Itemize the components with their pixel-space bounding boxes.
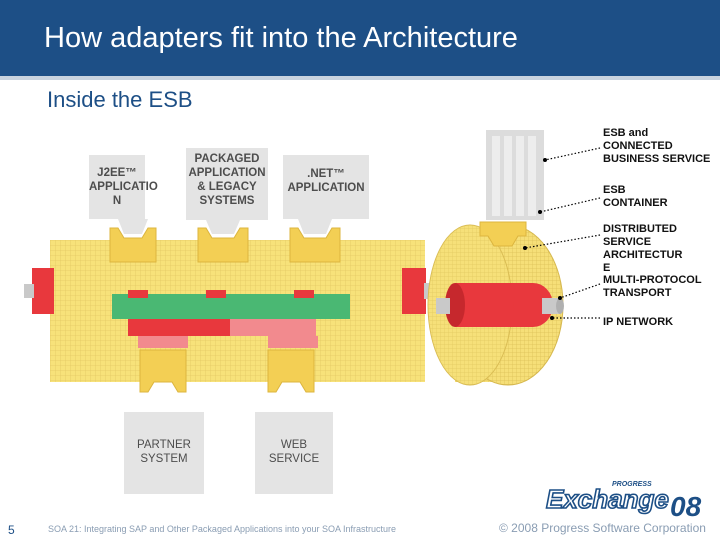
callout-dot-5: [550, 316, 554, 320]
j2ee-notch: [110, 219, 148, 234]
exchange-logo: PROGRESS Exchange 08: [545, 481, 702, 520]
packaged-box: [186, 148, 268, 220]
hub-tip-end: [556, 298, 564, 314]
callout-esb-connected: ESB and CONNECTED BUSINESS SERVICE: [603, 127, 711, 165]
hub-tip: [542, 298, 560, 314]
header-stripe: [0, 76, 720, 80]
bottom-plug-2: [267, 349, 315, 393]
top-plug-2: [197, 227, 249, 263]
callout-esb-container: ESB CONTAINER: [603, 184, 668, 209]
logo-brand-small: PROGRESS: [612, 481, 652, 488]
partner-label: PARTNER SYSTEM: [137, 439, 191, 465]
header-bar: [0, 0, 720, 77]
hub-right: [513, 283, 553, 327]
web-box: [255, 412, 333, 494]
server-slot-3: [516, 136, 524, 216]
partner-notch: [148, 412, 178, 424]
callout-multi-protocol: MULTI-PROTOCOL TRANSPORT: [603, 274, 702, 299]
packaged-notch: [198, 220, 248, 234]
footer-text: SOA 21: Integrating SAP and Other Packag…: [48, 524, 397, 534]
bottom-plug-1: [139, 349, 187, 393]
server-slot-2: [504, 136, 512, 216]
left-connector: [32, 268, 54, 314]
green-tab-3: [294, 290, 314, 298]
j2ee-box: [89, 155, 145, 219]
left-connector-tip: [24, 284, 34, 298]
web-notch: [276, 412, 306, 424]
page-title: How adapters fit into the Architecture: [44, 22, 518, 54]
callout-dot-4: [558, 296, 562, 300]
page-number: 5: [8, 523, 15, 537]
callout-distributed: DISTRIBUTED SERVICE ARCHITECTUR E: [603, 223, 683, 274]
callout-line-2: [539, 197, 601, 213]
callout-dot-1: [543, 158, 547, 162]
left-stub: [436, 298, 450, 314]
top-plug-1: [109, 227, 157, 263]
disc-plug: [479, 221, 527, 247]
web-label: WEB SERVICE: [268, 439, 320, 465]
dotnet-notch: [290, 219, 340, 234]
green-bus: [112, 294, 350, 319]
pink-transport-3: [268, 336, 318, 348]
callout-dot-3: [523, 246, 527, 250]
partner-box: [124, 412, 204, 494]
callout-line-1: [544, 147, 601, 161]
hub-left: [445, 283, 465, 327]
dotnet-box: [283, 155, 369, 219]
green-tab-2: [206, 290, 226, 298]
packaged-label: PACKAGED APPLICATION & LEGACY SYSTEMS: [188, 153, 266, 207]
pink-transport-2: [138, 336, 188, 348]
j2ee-label: J2EE™ APPLICATIO N: [89, 167, 158, 207]
callout-line-4: [559, 283, 601, 299]
copyright: © 2008 Progress Software Corporation: [499, 521, 706, 535]
logo-brand-year: 08: [670, 491, 702, 520]
green-tab-1: [128, 290, 148, 298]
server-slot-4: [528, 136, 536, 216]
logo-brand-main: Exchange: [546, 484, 669, 514]
pink-transport-1: [230, 319, 316, 336]
page-subtitle: Inside the ESB: [47, 87, 193, 112]
server-slot-1: [492, 136, 500, 216]
dotnet-label: .NET™ APPLICATION: [287, 168, 365, 194]
callout-line-3: [524, 234, 601, 249]
top-plug-3: [289, 227, 341, 263]
right-connector: [402, 268, 426, 314]
callout-dot-2: [538, 210, 542, 214]
callout-ip-network: IP NETWORK: [603, 316, 674, 328]
